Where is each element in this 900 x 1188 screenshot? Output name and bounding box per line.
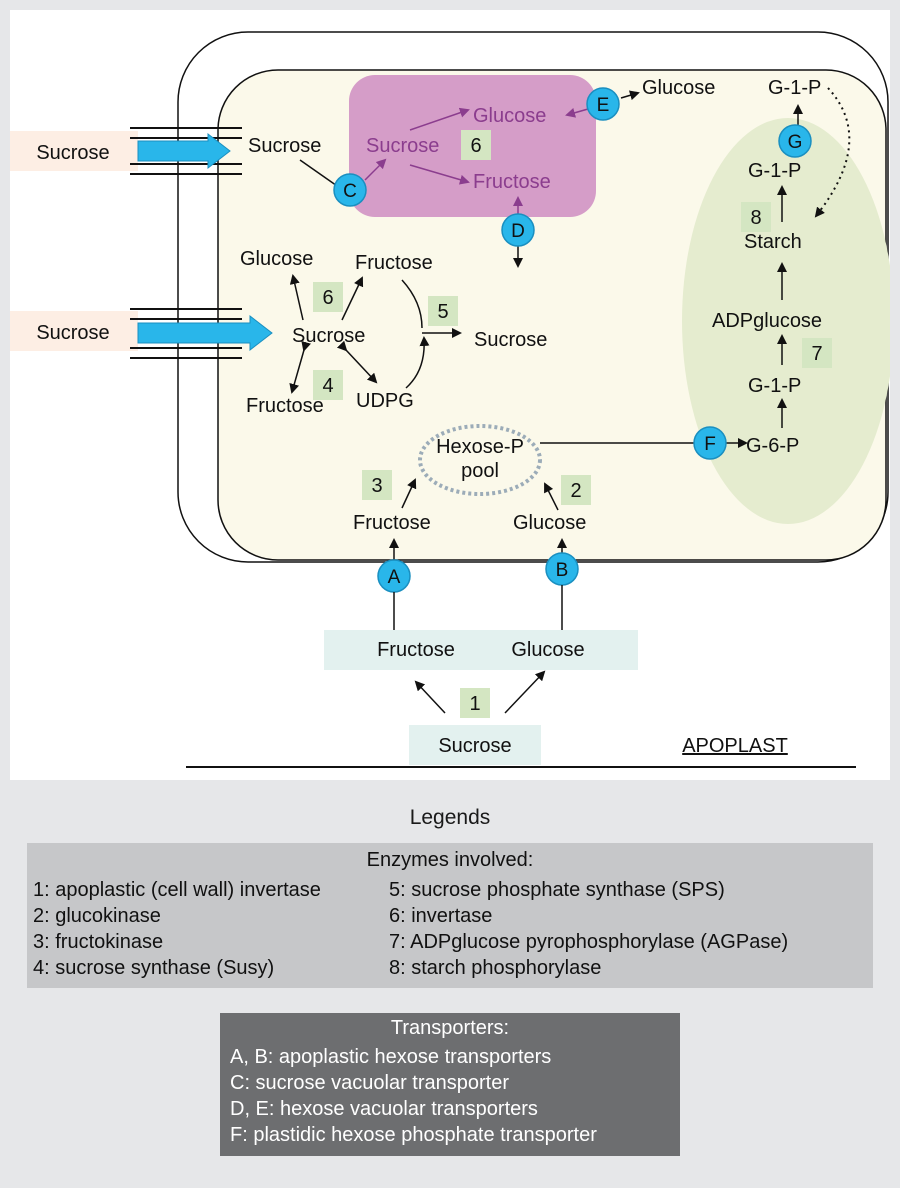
sucrose-input-bg	[10, 311, 138, 351]
transporter-legend-item: C: sucrose vacuolar transporter	[230, 1072, 510, 1094]
diagram-panel: Sucrose Sucrose Sucrose Sucrose Glucose …	[10, 10, 894, 780]
vacuole-fructose-label: Fructose	[473, 171, 551, 193]
enzymes-legend: Enzymes involved: 1: apoplastic (cell wa…	[27, 843, 873, 988]
apoplast-glucose-label: Glucose	[511, 639, 584, 661]
fructose-label: Fructose	[246, 395, 324, 417]
enzyme-box	[802, 338, 832, 368]
enzyme-legend-item: 7: ADPglucose pyrophosphorylase (AGPase)	[389, 931, 789, 953]
fructose-label: Fructose	[355, 252, 433, 274]
enzyme-number: 6	[470, 135, 481, 157]
apoplast-fructose-label: Fructose	[377, 639, 455, 661]
enzyme-legend-item: 4: sucrose synthase (Susy)	[33, 957, 275, 979]
enzyme-box	[428, 296, 458, 326]
sucrose-label: Sucrose	[292, 325, 365, 347]
transporter-c: C	[333, 173, 367, 207]
transporter-letter: B	[556, 560, 569, 581]
transporter-f: F	[693, 426, 727, 460]
transporters-title: Transporters:	[390, 1017, 510, 1039]
transporter-legend-item: D, E: hexose vacuolar transporters	[230, 1098, 538, 1120]
fructose-label: Fructose	[353, 512, 431, 534]
vacuole-glucose-label: Glucose	[473, 105, 546, 127]
sucrose-product-label: Sucrose	[474, 329, 547, 351]
transporter-legend-item: F: plastidic hexose phosphate transporte…	[230, 1124, 597, 1146]
g1p-to-starch-dotted-arrow	[814, 87, 851, 218]
enzyme-number: 4	[322, 375, 333, 397]
glucose-label: Glucose	[240, 248, 313, 270]
glucose-label: Glucose	[513, 512, 586, 534]
enzyme-legend-item: 2: glucokinase	[33, 905, 161, 927]
apoplast-sucrose-box	[409, 725, 541, 765]
transporter-letter: C	[343, 181, 357, 202]
starch-label: Starch	[744, 231, 802, 253]
sucrose-input-label: Sucrose	[36, 322, 109, 344]
enzyme-number: 6	[322, 287, 333, 309]
udpg-to-sps-arrow	[405, 336, 430, 389]
enzyme-number: 8	[750, 207, 761, 229]
enzyme-number: 5	[437, 301, 448, 323]
transporters-list: A, B: apoplastic hexose transporters C: …	[230, 1044, 597, 1148]
enzyme-legend-item: 8: starch phosphorylase	[389, 957, 602, 979]
transporter-letter: G	[788, 132, 803, 153]
sucrose-channel-top	[10, 127, 242, 175]
transporter-e: E	[586, 87, 620, 121]
transporters-legend: Transporters: A, B: apoplastic hexose tr…	[220, 1013, 680, 1156]
enzyme-number: 7	[811, 343, 822, 365]
enzyme-box	[561, 475, 591, 505]
hexose-p-pool	[418, 424, 542, 496]
enzymes-right-column: 5: sucrose phosphate synthase (SPS) 6: i…	[389, 877, 788, 981]
transporter-g: G	[778, 124, 812, 158]
udpg-label: UDPG	[356, 390, 414, 412]
hexose-pool-label: Hexose-P	[436, 436, 524, 458]
enzyme-legend-item: 6: invertase	[389, 905, 493, 927]
transporter-letter: D	[511, 221, 525, 242]
legends-title: Legends	[409, 806, 491, 829]
sucrose-input-bg	[10, 131, 138, 171]
transporter-b: B	[545, 552, 579, 586]
g1p-label: G-1-P	[748, 375, 801, 397]
apoplast-label: APOPLAST	[682, 735, 788, 757]
transporter-letter: A	[388, 567, 401, 588]
sucrose-input-label: Sucrose	[36, 142, 109, 164]
metabolism-diagram: Sucrose Sucrose Sucrose Sucrose Glucose …	[10, 31, 894, 768]
hexose-pool-label: pool	[461, 460, 499, 482]
apoplast-hexose-box	[324, 630, 638, 670]
plastid	[682, 118, 894, 524]
transporter-legend-item: A, B: apoplastic hexose transporters	[230, 1046, 552, 1068]
enzyme-number: 3	[371, 475, 382, 497]
enzyme-box	[461, 130, 491, 160]
sucrose-influx-arrow	[137, 132, 231, 170]
enzyme-box	[313, 282, 343, 312]
enzyme-box	[460, 688, 490, 718]
enzymes-left-column: 1: apoplastic (cell wall) invertase 2: g…	[33, 877, 321, 981]
g1p-label: G-1-P	[768, 77, 821, 99]
apoplast-sucrose-label: Sucrose	[438, 735, 511, 757]
enzymes-title: Enzymes involved:	[366, 849, 534, 871]
sucrose-channel-middle	[10, 308, 273, 359]
g1p-label: G-1-P	[748, 160, 801, 182]
enzyme-legend-item: 3: fructokinase	[33, 931, 164, 953]
transporter-letter: E	[597, 95, 610, 116]
vacuole-sucrose-label: Sucrose	[366, 135, 439, 157]
enzyme-box	[362, 470, 392, 500]
glucose-out-label: Glucose	[642, 77, 715, 99]
sucrose-to-transporter-c	[299, 159, 341, 189]
transporter-letter: F	[704, 434, 716, 455]
enzyme-box	[741, 202, 771, 232]
transporter-d: D	[501, 213, 535, 247]
cytosol-sucrose-label: Sucrose	[248, 135, 321, 157]
fructose-to-sps-arrow	[401, 279, 423, 329]
enzyme-number: 2	[570, 480, 581, 502]
enzyme-legend-item: 1: apoplastic (cell wall) invertase	[33, 879, 321, 901]
sucrose-influx-arrow	[137, 314, 273, 352]
enzyme-legend-item: 5: sucrose phosphate synthase (SPS)	[389, 879, 725, 901]
g6p-label: G-6-P	[746, 435, 799, 457]
transporter-a: A	[377, 559, 411, 593]
adpglucose-label: ADPglucose	[712, 310, 822, 332]
enzyme-number: 1	[469, 693, 480, 715]
